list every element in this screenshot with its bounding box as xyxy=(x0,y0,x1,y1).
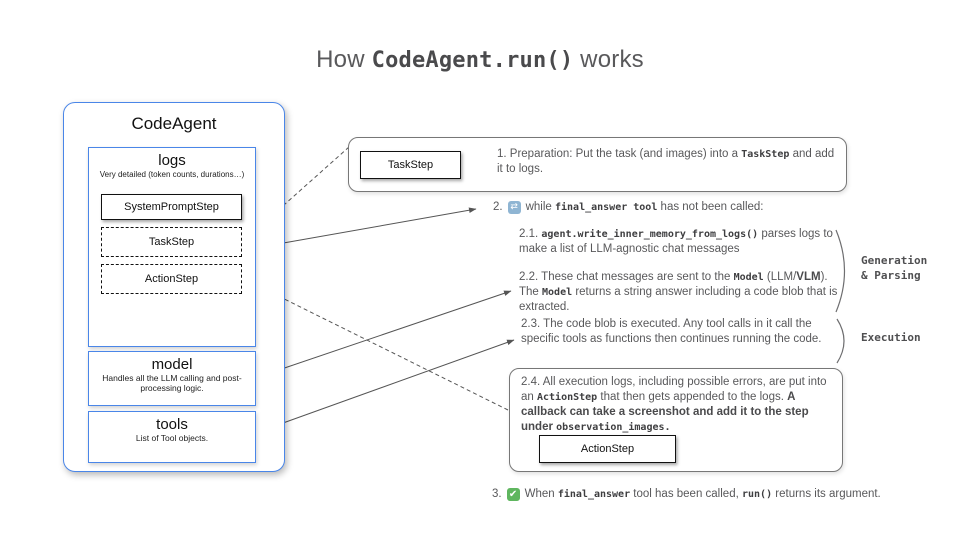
model-subtitle: Handles all the LLM calling and post-pro… xyxy=(102,373,242,393)
step24-box: 2.4. All execution logs, including possi… xyxy=(509,368,843,472)
actionstep-label: ActionStep xyxy=(144,273,199,285)
check-icon: ✔ xyxy=(506,488,520,501)
step23-text: 2.3. The code blob is executed. Any tool… xyxy=(521,318,822,345)
title-prefix: How xyxy=(316,46,372,73)
logs-title: logs xyxy=(158,152,186,169)
step24-actionstep-chip: ActionStep xyxy=(539,435,676,463)
step2-row: 2. ⇄ while final_answer tool has not bee… xyxy=(493,200,764,215)
page-title: How CodeAgent.run() works xyxy=(0,46,960,74)
step2-text: while final_answer tool has not been cal… xyxy=(525,201,764,213)
generation-parsing-label: Generation & Parsing xyxy=(861,253,927,283)
step3-text: When final_answer tool has been called, … xyxy=(524,488,881,500)
title-code: CodeAgent.run() xyxy=(371,48,574,73)
step2-number: 2. xyxy=(493,201,503,213)
generation-label-line2: & Parsing xyxy=(861,269,921,282)
step1-box: TaskStep 1. Preparation: Put the task (a… xyxy=(348,137,847,192)
logs-subtitle: Very detailed (token counts, durations…) xyxy=(99,170,245,179)
step3-number: 3. xyxy=(492,488,502,500)
arrow-logs-to-step2 xyxy=(254,207,477,249)
step22-text: 2.2. These chat messages are sent to the… xyxy=(519,271,838,313)
execution-label: Execution xyxy=(861,331,921,344)
title-suffix: works xyxy=(573,46,644,73)
arrow-box24-to-actionstep xyxy=(249,281,509,411)
step1-text: 1. Preparation: Put the task (and images… xyxy=(497,148,835,175)
codeagent-panel: CodeAgent logs Very detailed (token coun… xyxy=(63,102,285,472)
taskstep-label: TaskStep xyxy=(148,236,195,248)
step21-22-block: 2.1. agent.write_inner_memory_from_logs(… xyxy=(519,227,841,328)
step24-text: 2.4. All execution logs, including possi… xyxy=(521,376,827,433)
logs-box: logs Very detailed (token counts, durati… xyxy=(88,147,256,347)
step3-row: 3. ✔ When final_answer tool has been cal… xyxy=(492,487,881,502)
codeagent-title: CodeAgent xyxy=(131,114,217,133)
step1-taskstep-label: TaskStep xyxy=(387,159,434,171)
systempromptstep-label: SystemPromptStep xyxy=(124,201,219,213)
arrow-tools-step23 xyxy=(257,339,515,433)
logs-step-actionstep: ActionStep xyxy=(101,264,242,294)
step23-block: 2.3. The code blob is executed. Any tool… xyxy=(521,317,847,347)
generation-label-line1: Generation xyxy=(861,254,928,267)
step21-text: 2.1. agent.write_inner_memory_from_logs(… xyxy=(519,228,833,255)
step1-taskstep-chip: TaskStep xyxy=(360,151,461,179)
logs-step-taskstep: TaskStep xyxy=(101,227,242,257)
tools-box: tools List of Tool objects. xyxy=(88,411,256,463)
tools-subtitle: List of Tool objects. xyxy=(135,433,209,443)
logs-step-systempromptstep: SystemPromptStep xyxy=(101,194,242,220)
tools-title: tools xyxy=(156,416,188,433)
loop-icon: ⇄ xyxy=(507,201,521,214)
step24-actionstep-label: ActionStep xyxy=(580,443,635,455)
arrow-model-step22 xyxy=(257,290,512,378)
model-title: model xyxy=(151,356,193,373)
model-box: model Handles all the LLM calling and po… xyxy=(88,351,256,406)
